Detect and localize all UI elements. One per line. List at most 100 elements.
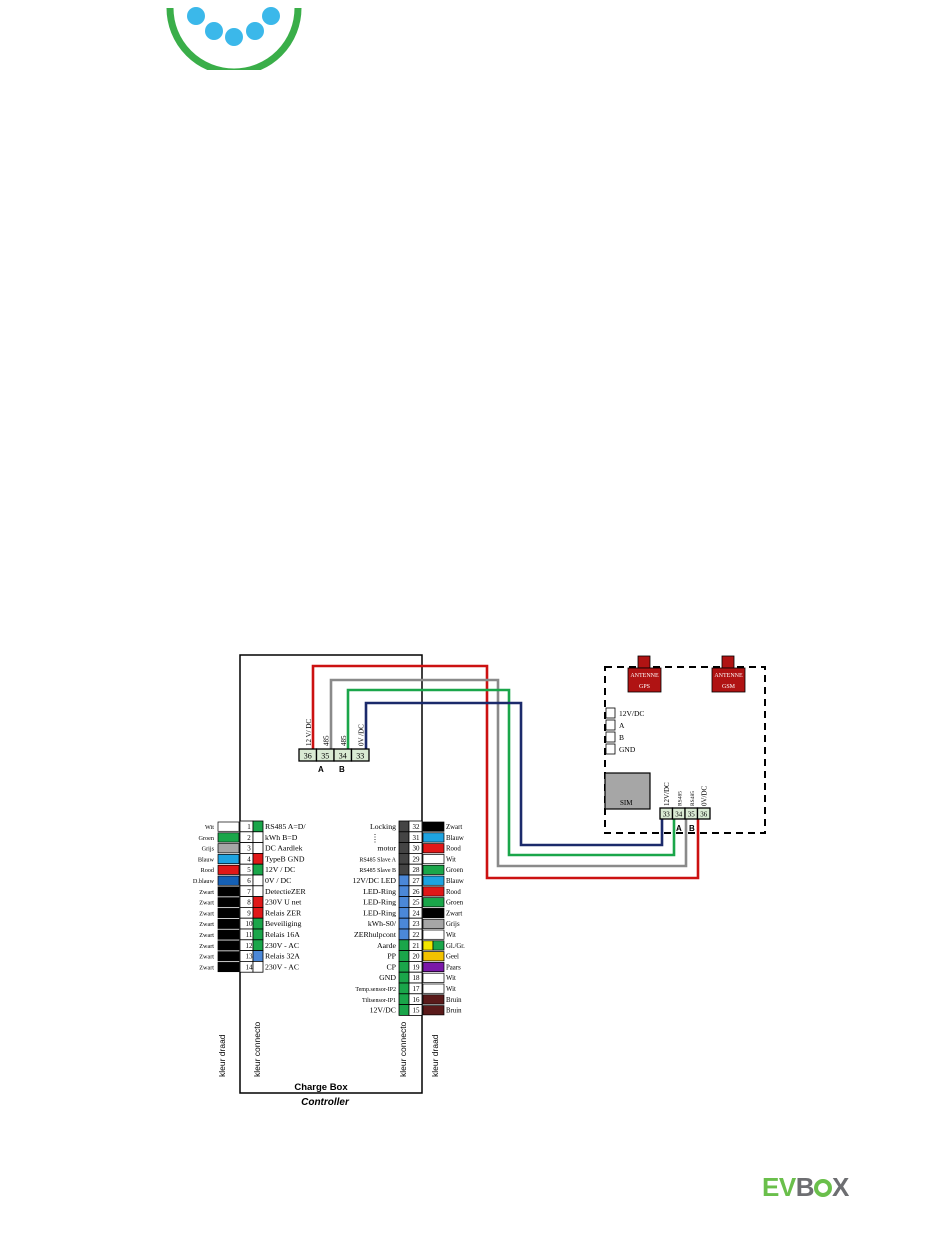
right-color-swatch xyxy=(422,962,445,973)
left-connector-color xyxy=(252,853,264,865)
left-color-swatch xyxy=(217,843,240,854)
modem-ab-label: B xyxy=(689,824,695,833)
left-function: kWh B=D xyxy=(265,833,298,842)
right-connector-color xyxy=(398,853,410,865)
top-logo xyxy=(166,7,302,70)
modem-box xyxy=(604,666,766,834)
modem-terminal xyxy=(605,731,616,743)
left-function: Relais 16A xyxy=(265,930,300,939)
right-connector-color xyxy=(398,885,410,897)
right-function: Tiltsensor-IP1 xyxy=(362,998,396,1004)
right-function: Locking xyxy=(370,822,396,831)
left-color-swatch xyxy=(217,821,240,832)
right-color-swatch xyxy=(422,864,445,875)
top-col-label: 0V /DC xyxy=(357,724,365,746)
modem-col-label: 12V/DC xyxy=(663,782,671,806)
left-pin-number: 5 xyxy=(247,866,251,874)
left-function: Relais ZER xyxy=(265,908,302,917)
left-color-swatch xyxy=(217,854,240,865)
right-header-kleur-draad: kleur draad xyxy=(430,1034,440,1077)
left-function: DC Aardlek xyxy=(265,844,303,853)
right-function: GND xyxy=(379,973,396,982)
right-connector-color xyxy=(398,928,410,941)
right-pin-number: 32 xyxy=(413,823,421,831)
left-function: DetectieZER xyxy=(265,887,306,896)
right-pin-number: 21 xyxy=(413,942,421,950)
right-color-name: Blauw xyxy=(446,878,464,885)
modem-terminal-label: A xyxy=(619,721,625,730)
logo-o-icon xyxy=(813,1179,832,1197)
right-color-name: Wit xyxy=(446,986,456,993)
right-connector-color xyxy=(398,907,410,919)
antenna-gsm: ANTENNE GSM xyxy=(711,655,746,693)
right-color-name: Zwart xyxy=(446,910,462,917)
right-color-name: Bruin xyxy=(446,1008,462,1015)
left-color-swatch xyxy=(217,929,240,940)
left-function: RS485 A=D/ xyxy=(265,822,306,831)
top-col-label: 485 xyxy=(340,735,348,746)
right-connector-color xyxy=(398,842,410,854)
right-color-name: Bruin xyxy=(446,997,462,1004)
left-color-name: Zwart xyxy=(199,943,214,950)
right-color-swatch xyxy=(422,983,445,994)
top-ab-label: A xyxy=(318,765,324,774)
logo-dot xyxy=(262,7,280,25)
right-function: PP xyxy=(387,952,396,961)
right-pin xyxy=(408,1004,423,1016)
left-color-swatch xyxy=(217,864,240,875)
right-pin-number: 30 xyxy=(413,845,421,853)
right-connector-color xyxy=(398,896,410,908)
left-connector-color xyxy=(252,907,264,919)
left-color-name: D.blauw xyxy=(193,878,215,885)
right-pin-number: 20 xyxy=(413,953,421,961)
right-color-name: Wit xyxy=(446,975,456,982)
right-function: Temp.sensor-IP2 xyxy=(355,987,396,993)
right-color-swatch xyxy=(422,886,445,897)
left-connector-color xyxy=(252,896,264,908)
right-connector-color xyxy=(398,993,410,1005)
logo-ev: EV xyxy=(762,1172,796,1202)
right-pin-number: 25 xyxy=(413,899,421,907)
right-connector-color xyxy=(398,939,410,951)
modem-terminal xyxy=(605,719,616,731)
modem-terminal-label: GND xyxy=(619,745,636,754)
left-connector-color xyxy=(252,917,264,930)
right-pin-number: 16 xyxy=(413,996,421,1004)
left-pin-number: 14 xyxy=(246,963,254,971)
right-connector-color xyxy=(398,917,410,930)
svg-text:ANTENNE: ANTENNE xyxy=(714,673,743,679)
right-pin-number: 18 xyxy=(413,974,421,982)
modem-col-label: 0V/DC xyxy=(700,785,708,806)
left-color-swatch xyxy=(217,886,240,897)
right-color-name: Paars xyxy=(446,964,461,971)
left-color-name: Zwart xyxy=(199,921,214,928)
right-pin-number: 26 xyxy=(413,888,421,896)
right-color-name: Wit xyxy=(446,856,456,863)
right-pin-number: 22 xyxy=(413,931,421,939)
right-color-name: Groen xyxy=(446,900,464,907)
right-color-name: Zwart xyxy=(446,824,462,831)
right-connector-color xyxy=(398,863,410,876)
left-pin-number: 12 xyxy=(246,942,254,950)
left-color-name: Zwart xyxy=(199,889,214,896)
left-color-swatch xyxy=(217,875,240,886)
right-function: CP xyxy=(386,962,396,971)
right-connector-color xyxy=(398,874,410,887)
left-color-name: Wit xyxy=(205,824,214,831)
right-color-swatch xyxy=(422,972,445,983)
right-function: LED-Ring xyxy=(363,887,396,896)
top-col-label: 485 xyxy=(322,735,330,746)
right-pin-number: 31 xyxy=(413,834,421,842)
wire-grey xyxy=(329,678,688,868)
left-connector-color xyxy=(252,874,264,887)
modem-pin xyxy=(696,807,711,820)
modem-pin-label: 36 xyxy=(700,811,708,819)
right-connector-color xyxy=(398,1004,410,1016)
left-header-kleur-connecto: kleur connecto xyxy=(252,1021,262,1077)
left-connector-color xyxy=(252,885,264,897)
sim-label: SIM xyxy=(620,799,633,807)
right-connector-color xyxy=(398,950,410,962)
right-connector-color xyxy=(398,982,410,995)
